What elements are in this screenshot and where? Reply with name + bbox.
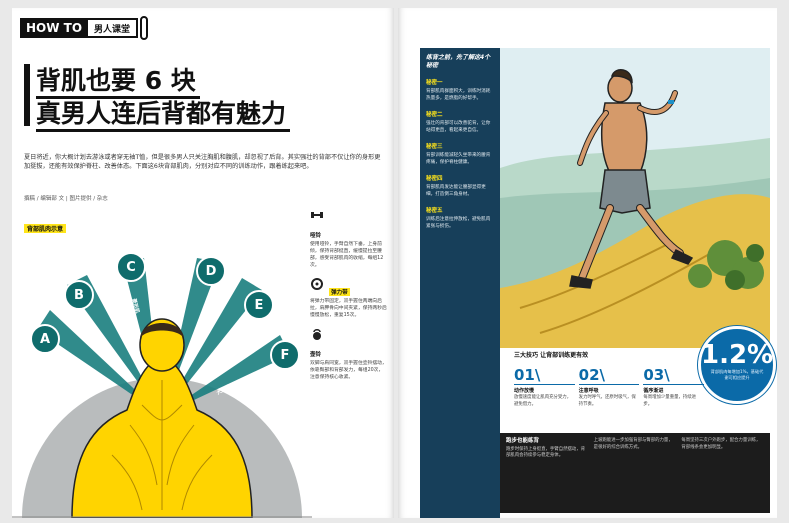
tip-item: 01\ 动作放慢 放慢速度能让肌肉充分受力，避免借力。 bbox=[514, 366, 575, 408]
dumbbell-icon bbox=[311, 212, 323, 218]
howto-label: HOW TO bbox=[20, 18, 89, 38]
equipment-body-3: 双脚与肩同宽，双手握住壶铃摆动，依靠臀部和背部发力，每组20次，注意保持核心收紧… bbox=[310, 361, 387, 380]
bottom-text-3: 每周坚持三次户外跑步，配合力量训练，背部线条会更加明显。 bbox=[681, 438, 761, 450]
tip-number: 01\ bbox=[514, 366, 575, 385]
muscle-marker-f: F bbox=[270, 340, 300, 370]
tip-number: 02\ bbox=[578, 366, 640, 385]
figure-label: 背部肌肉示意 bbox=[24, 224, 67, 233]
equipment-title-1: 哑铃 bbox=[310, 233, 322, 239]
sidebar-body-3: 背部训练能减轻久坐带来的腰背疼痛，保护脊柱健康。 bbox=[426, 153, 491, 165]
secrets-sidebar: 练背之前，先了解这4个秘密 秘密一 背部肌肉群面积大，训练时消耗热量多，是燃脂的… bbox=[420, 48, 500, 518]
tip-body: 发力时呼气，还原时吸气，保持节奏。 bbox=[578, 395, 636, 407]
muscle-marker-c: C bbox=[116, 252, 146, 282]
sidebar-body-4: 背部肌肉发达能让腰部显得更细，打造倒三角身材。 bbox=[426, 185, 486, 197]
muscle-marker-b: B bbox=[64, 280, 94, 310]
runner-illustration bbox=[500, 48, 770, 348]
muscle-marker-d: D bbox=[196, 256, 226, 286]
fan-illustration bbox=[12, 258, 312, 519]
headline-line-2: 真男人连后背都有魅力 bbox=[36, 99, 291, 132]
tip-heading: 动作放慢 bbox=[514, 388, 535, 394]
tip-item: 02\ 注意呼吸 发力时呼气，还原时吸气，保持节奏。 bbox=[578, 366, 640, 408]
muscle-marker-a: A bbox=[30, 324, 60, 354]
stat-value: 1.2% bbox=[701, 340, 774, 370]
bottom-panel: 跑步也能练背 跑步时保持上身挺直，手臂自然摆动，背部肌肉会持续参与稳定身体。 上… bbox=[500, 433, 770, 513]
bottom-col-2: 上坡跑能进一步加强背部与臀部的力量，是很好的综合训练方式。 bbox=[594, 438, 677, 508]
sidebar-heading-1: 秘密一 bbox=[426, 80, 443, 86]
headline-accent-bar bbox=[24, 64, 30, 126]
sidebar-title: 练背之前，先了解这4个秘密 bbox=[426, 54, 491, 69]
equipment-column: 哑铃 使用哑铃，手臂自然下垂，上身前倾，保持背部挺直，缓慢提拉至腰部，感受背部肌… bbox=[310, 208, 388, 389]
kettlebell-icon bbox=[313, 329, 321, 340]
tab-marker bbox=[140, 16, 149, 40]
tips-title: 三大技巧 让背部训练更有效 bbox=[514, 352, 589, 359]
tip-number: 03\ bbox=[643, 366, 705, 385]
bottom-title: 跑步也能练背 bbox=[506, 438, 540, 444]
tip-item: 03\ 循序渐进 每周增加少量重量，持续进步。 bbox=[643, 366, 705, 408]
muscle-marker-e: E bbox=[244, 290, 274, 320]
bottom-col-3: 每周坚持三次户外跑步，配合力量训练，背部线条会更加明显。 bbox=[681, 438, 764, 508]
tip-heading: 循序渐进 bbox=[643, 388, 664, 394]
sidebar-body-1: 背部肌肉群面积大，训练时消耗热量多，是燃脂的好帮手。 bbox=[426, 89, 491, 101]
sidebar-heading-3: 秘密三 bbox=[426, 144, 443, 150]
sidebar-body-5: 训练后注意拉伸放松，避免肌肉紧张与损伤。 bbox=[426, 217, 491, 229]
headline-line-1: 背肌也要 6 块 bbox=[36, 66, 200, 99]
equipment-body-1: 使用哑铃，手臂自然下垂，上身前倾，保持背部挺直，缓慢提拉至腰部，感受背部肌肉的收… bbox=[310, 242, 384, 268]
equipment-body-2: 将弹力带固定，双手握住两端向后拉，肩胛骨向中间夹紧，保持两秒后慢慢放松，重复15… bbox=[310, 299, 387, 318]
equipment-title-3: 壶铃 bbox=[310, 352, 322, 358]
tip-body: 每周增加少量重量，持续进步。 bbox=[643, 395, 697, 407]
section-header: HOW TO 男人课堂 bbox=[20, 16, 149, 40]
stat-description: 背部肌肉每增加1%，基础代谢可相应提升 bbox=[710, 369, 764, 380]
left-page: HOW TO 男人课堂 背肌也要 6 块 真男人连后背都有魅力 夏日将近，你大概… bbox=[12, 8, 394, 519]
sidebar-body-2: 强壮的背部可以改善驼背，让你站得更直，看起来更自信。 bbox=[426, 121, 491, 133]
bottom-text-1: 跑步时保持上身挺直，手臂自然摆动，背部肌肉会持续参与稳定身体。 bbox=[506, 446, 586, 459]
sidebar-heading-4: 秘密四 bbox=[426, 176, 443, 182]
muscle-fan-figure: A B C D E F 背阔肌 斜方肌 菱形肌 竖脊肌 三角肌后束 大圆肌 bbox=[12, 240, 312, 519]
section-label: 男人课堂 bbox=[88, 18, 139, 38]
magazine-spread: HOW TO 男人课堂 背肌也要 6 块 真男人连后背都有魅力 夏日将近，你大概… bbox=[12, 8, 777, 519]
intro-paragraph: 夏日将近，你大概计划去游泳或者穿无袖T恤，但是很多男人只关注胸肌和腹肌，却忽视了… bbox=[24, 154, 381, 170]
tip-heading: 注意呼吸 bbox=[578, 388, 599, 394]
bottom-col-1: 跑步也能练背 跑步时保持上身挺直，手臂自然摆动，背部肌肉会持续参与稳定身体。 bbox=[506, 438, 589, 508]
equipment-title-2: 弹力带 bbox=[329, 288, 350, 296]
right-page: 练背之前，先了解这4个秘密 秘密一 背部肌肉群面积大，训练时消耗热量多，是燃脂的… bbox=[398, 8, 777, 518]
headline: 背肌也要 6 块 真男人连后背都有魅力 bbox=[36, 66, 291, 132]
sidebar-heading-5: 秘密五 bbox=[426, 208, 443, 214]
tip-body: 放慢速度能让肌肉充分受力，避免借力。 bbox=[514, 395, 572, 407]
tips-section: 三大技巧 让背部训练更有效 01\ 动作放慢 放慢速度能让肌肉充分受力，避免借力… bbox=[514, 352, 705, 408]
byline: 撰稿 / 编辑部 文 | 图片提供 / 杂志 bbox=[24, 196, 108, 202]
tips-row: 01\ 动作放慢 放慢速度能让肌肉充分受力，避免借力。 02\ 注意呼吸 发力时… bbox=[514, 366, 705, 408]
stat-badge: 1.2% 背部肌肉每增加1%，基础代谢可相应提升 bbox=[698, 326, 776, 404]
bottom-text-2: 上坡跑能进一步加强背部与臀部的力量，是很好的综合训练方式。 bbox=[593, 438, 673, 450]
band-icon bbox=[311, 278, 323, 290]
sidebar-heading-2: 秘密二 bbox=[426, 112, 443, 118]
